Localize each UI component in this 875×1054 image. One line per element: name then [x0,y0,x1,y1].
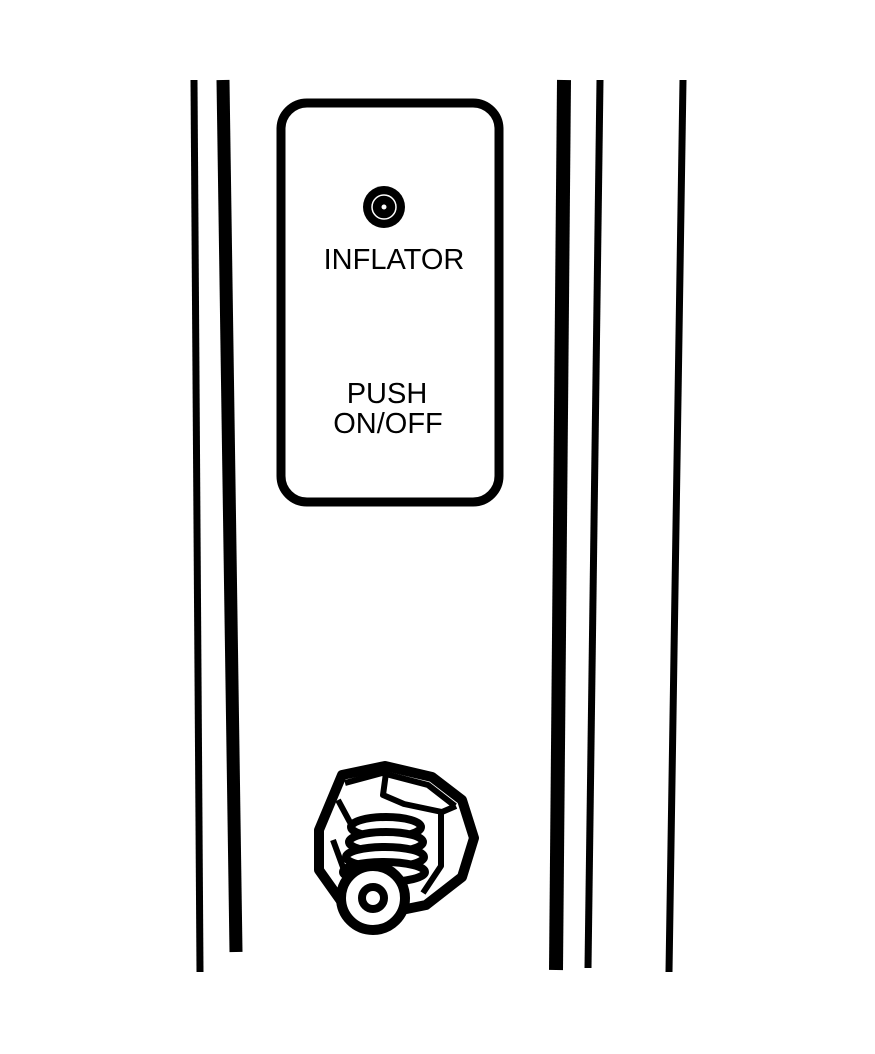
trim-line-center [549,79,571,971]
air-valve-fitting-icon[interactable] [314,761,479,935]
trim-line-left-inner [216,79,243,953]
valve-nut-facets [330,770,458,895]
inflator-switch-panel[interactable]: INFLATOR PUSH ON/OFF [276,98,504,507]
push-label: PUSH [347,378,428,410]
trim-line-left-outer [190,79,204,973]
trim-line-right-outer [665,79,687,973]
valve-cap-inner [358,883,388,913]
inflator-label: INFLATOR [324,244,465,276]
switch-panel-frame[interactable] [276,98,504,507]
indicator-lamp-icon [363,186,405,228]
trim-line-right-inner [584,79,604,969]
on-off-label: ON/OFF [333,408,443,440]
trim-lines [190,79,687,973]
